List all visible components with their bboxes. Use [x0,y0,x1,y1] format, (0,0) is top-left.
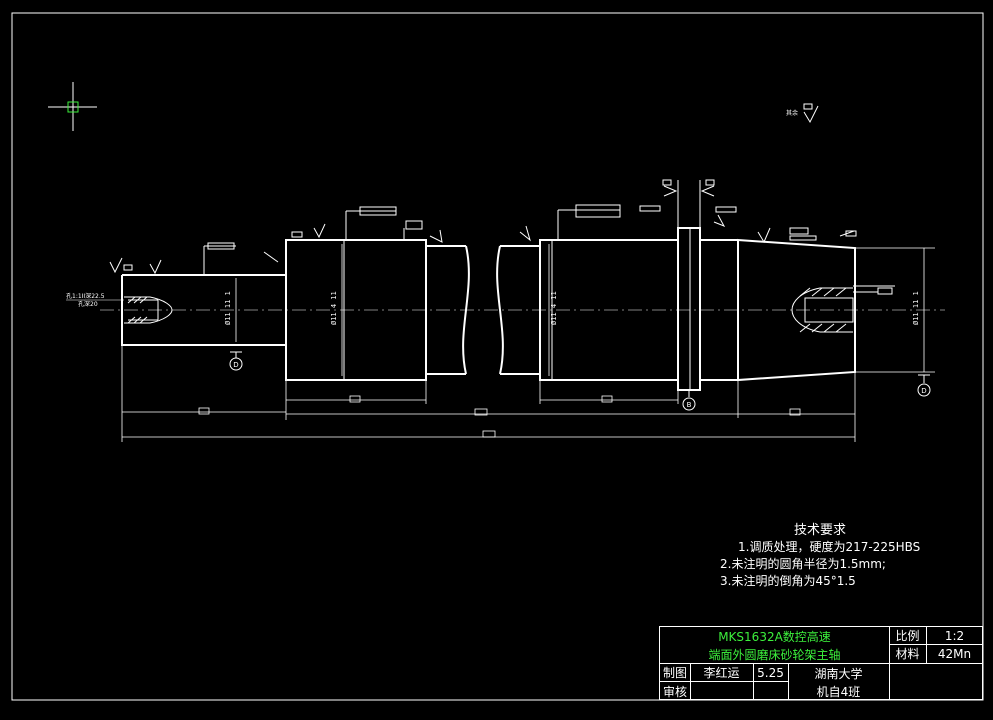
drawn-by: 李红运 [703,666,740,680]
right-center-hole [791,287,854,333]
drawing-title-line1: MKS1632A数控高速 [718,629,831,644]
datum-label: D [921,387,926,395]
left-center-hole [124,296,173,324]
scale-label: 比例 [895,629,920,643]
drawing-title-line2: 端面外圆磨床砂轮架主轴 [708,647,841,662]
tech-requirement-item: 1.调质处理，硬度为217-225HBS [738,540,921,554]
hole-callout: 孔深20 [78,300,98,308]
hole-callout: 孔1:1II深22.5 [66,292,105,300]
material-label: 材料 [895,647,920,661]
surface-note: 其余 [786,109,798,117]
scale-value: 1:2 [944,628,965,643]
material-value: 42Mn [937,646,972,661]
crosshair-cursor-icon [48,82,97,131]
tech-requirement-item: 3.未注明的倒角为45°1.5 [720,574,856,588]
drawing-border [11,12,984,701]
datum-label: D [233,361,238,369]
drawn-date: 5.25 [757,665,784,680]
school-name: 湖南大学 [814,666,863,681]
checked-label: 审核 [662,684,687,699]
class-name: 机自4班 [816,684,861,699]
datum-label: B [687,401,692,409]
svg-text:Ø11 11 1: Ø11 11 1 [224,291,232,325]
technical-requirements: 技术要求 1.调质处理，硬度为217-225HBS 2.未注明的圆角半径为1.5… [720,522,920,590]
svg-text:Ø11 4 11: Ø11 4 11 [550,291,558,325]
drawn-label: 制图 [662,666,687,680]
title-block: MKS1632A数控高速 端面外圆磨床砂轮架主轴 比例 1:2 材料 42Mn … [659,626,983,700]
tech-requirement-item: 2.未注明的圆角半径为1.5mm; [720,557,886,571]
svg-text:Ø11 4 11: Ø11 4 11 [330,291,338,325]
tech-requirements-heading: 技术要求 [794,523,847,538]
svg-text:Ø11 11 1: Ø11 11 1 [912,291,920,325]
